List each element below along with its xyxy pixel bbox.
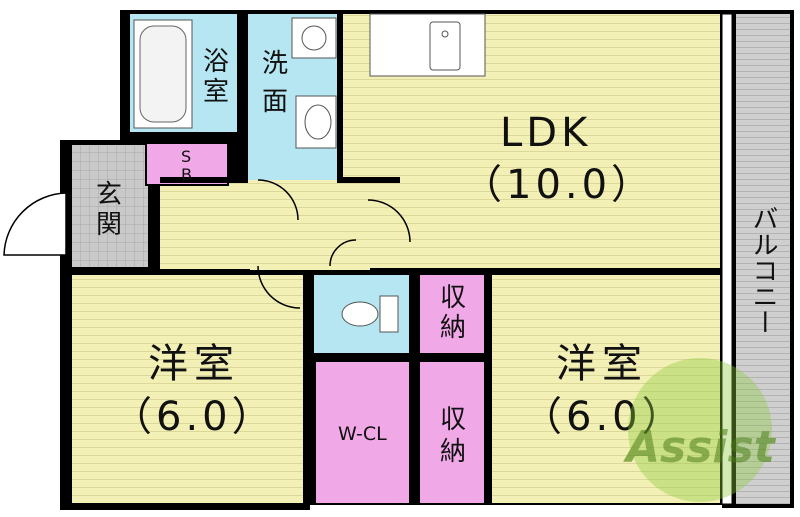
toilet-icon (341, 295, 399, 333)
washing-machine-icon (291, 17, 337, 59)
entrance-floor (72, 145, 148, 267)
bath-label-2: 室 (203, 77, 229, 107)
storage-lower-label-2: 納 (440, 437, 466, 467)
balcony-label: バルコニー (748, 205, 778, 335)
kitchen-sink (369, 13, 486, 77)
western-right-name: 洋室 (556, 341, 648, 387)
entrance-label-1: 玄 (96, 180, 122, 210)
bath-label-area (195, 14, 237, 132)
western-right-size: （6.0） (522, 394, 686, 440)
shoe-box-label-1: S (181, 147, 191, 166)
storage-upper-label-2: 納 (440, 313, 466, 343)
walk-in-closet (316, 362, 412, 503)
ldk-size: （10.0） (462, 162, 655, 208)
walk-in-closet-label: W-CL (338, 423, 387, 445)
storage-lower (420, 362, 484, 503)
interior-walls (72, 14, 491, 505)
western-room-left (72, 275, 306, 503)
western-room-right (492, 275, 720, 503)
storage-upper (420, 275, 484, 353)
storage-upper-label-1: 収 (440, 283, 466, 313)
bath-label-1: 浴 (203, 47, 229, 77)
entrance-label-2: 関 (96, 210, 122, 240)
entrance-door-swing (3, 192, 67, 256)
ldk-name: LDK (500, 110, 591, 156)
svg-text:Assist: Assist (623, 422, 777, 473)
washroom-label-1: 洗 (262, 49, 288, 79)
washroom-label-2: 面 (262, 87, 288, 117)
shoe-box-label-2: B (181, 165, 192, 184)
bathtub-icon (133, 19, 193, 129)
assist-logo: Assist (623, 358, 777, 502)
wash-basin-icon (295, 95, 337, 149)
western-left-size: （6.0） (112, 394, 276, 440)
western-left-name: 洋室 (148, 341, 240, 387)
storage-lower-label-1: 収 (440, 405, 466, 435)
balcony (721, 10, 794, 508)
